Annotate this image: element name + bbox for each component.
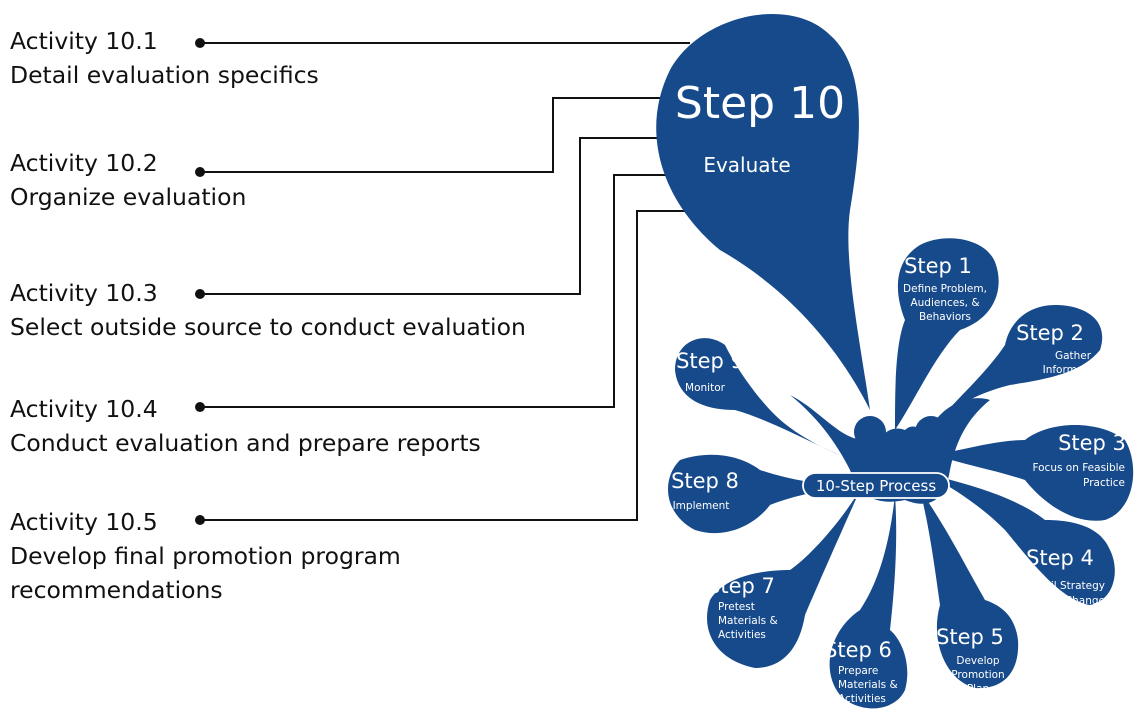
step-6-description-line: Activities bbox=[838, 693, 886, 705]
step-1-label: Step 1 bbox=[904, 254, 972, 278]
step-2-petal bbox=[935, 305, 1103, 425]
activity-title: Activity 10.2 bbox=[10, 149, 158, 177]
step-6-description-line: Prepare bbox=[838, 665, 878, 677]
step-9-description-line: Monitor bbox=[685, 382, 726, 394]
step-4-petal bbox=[930, 475, 1115, 605]
step-2-description-line: Information bbox=[1043, 364, 1104, 376]
activity-description: Select outside source to conduct evaluat… bbox=[10, 313, 526, 341]
activity-description: Conduct evaluation and prepare reports bbox=[10, 429, 481, 457]
activity-title: Activity 10.3 bbox=[10, 279, 158, 307]
step-9-petal bbox=[675, 338, 840, 455]
step-2-label: Step 2 bbox=[1016, 321, 1084, 345]
step-3-petal bbox=[935, 425, 1134, 521]
activity-title: Activity 10.5 bbox=[10, 508, 158, 536]
person-head-left bbox=[854, 416, 886, 448]
connector-dot bbox=[195, 38, 205, 48]
activity-10-2: Activity 10.2 Organize evaluation bbox=[10, 146, 246, 214]
connector-dot bbox=[195, 289, 205, 299]
connector-dot bbox=[195, 402, 205, 412]
step-1-description-line: Define Problem, bbox=[903, 283, 987, 295]
activity-description: Organize evaluation bbox=[10, 183, 247, 211]
step-6-label: Step 6 bbox=[824, 638, 892, 662]
connector-dot bbox=[195, 515, 205, 525]
step-9-label: Step 9 bbox=[676, 349, 744, 373]
step-4-description-line: for Change bbox=[1047, 595, 1105, 607]
step-3-description-line: Focus on Feasible bbox=[1032, 462, 1125, 474]
step-texts: Step 1 Define Problem, Audiences, & Behavio… bbox=[671, 254, 1126, 705]
activity-10-5: Activity 10.5 Develop final promotion pr… bbox=[10, 505, 480, 607]
step-4-label: Step 4 bbox=[1026, 546, 1094, 570]
step-1-description-line: Behaviors bbox=[919, 311, 971, 323]
connector-10-5 bbox=[200, 210, 700, 521]
step-8-description-line: Implement bbox=[673, 500, 730, 512]
activity-10-1: Activity 10.1 Detail evaluation specific… bbox=[10, 24, 319, 92]
step-5-petal bbox=[920, 490, 1019, 689]
person-head-right bbox=[915, 416, 947, 448]
step-2-description-line: Gather bbox=[1055, 350, 1092, 362]
step-7-label: Step 7 bbox=[707, 574, 775, 598]
step-8-label: Step 8 bbox=[671, 469, 739, 493]
step-6-description-line: Materials & bbox=[838, 679, 898, 691]
step-7-description-line: Pretest bbox=[718, 601, 755, 613]
center-label-pill bbox=[802, 472, 950, 499]
step-7-description-line: Materials & bbox=[718, 615, 778, 627]
step-7-petal bbox=[707, 490, 860, 668]
step-5-description-line: Promotion bbox=[951, 669, 1004, 681]
activity-description: Detail evaluation specifics bbox=[10, 61, 319, 89]
activity-description: Develop final promotion program recommen… bbox=[10, 542, 401, 604]
step-5-description-line: Plan bbox=[967, 683, 989, 695]
step-6-petal bbox=[829, 495, 908, 709]
step-4-description-line: Detail Strategy bbox=[1026, 580, 1105, 592]
step-10-petal bbox=[656, 13, 870, 410]
step-10-name: Evaluate bbox=[703, 153, 790, 177]
connector-dots bbox=[195, 38, 205, 525]
step-5-label: Step 5 bbox=[936, 625, 1004, 649]
step-10-label: Step 10 bbox=[675, 78, 845, 129]
connector-dot bbox=[195, 167, 205, 177]
activity-title: Activity 10.4 bbox=[10, 395, 158, 423]
step-7-description-line: Activities bbox=[718, 629, 766, 641]
connector-10-4 bbox=[200, 174, 690, 408]
step-1-petal bbox=[895, 238, 999, 430]
step-3-description-line: Practice bbox=[1083, 477, 1125, 489]
step-1-description-line: Audiences, & bbox=[910, 297, 979, 309]
step-5-description-line: Develop bbox=[956, 655, 1000, 667]
connector-10-3 bbox=[200, 137, 660, 295]
step-3-label: Step 3 bbox=[1058, 431, 1126, 455]
activity-title: Activity 10.1 bbox=[10, 27, 158, 55]
activity-10-4: Activity 10.4 Conduct evaluation and pre… bbox=[10, 392, 481, 460]
connector-lines bbox=[200, 42, 700, 521]
step-8-petal bbox=[668, 454, 850, 534]
center-label: 10-Step Process bbox=[816, 477, 937, 495]
hands-shape bbox=[880, 426, 922, 451]
activity-10-3: Activity 10.3 Select outside source to c… bbox=[10, 276, 526, 344]
connector-10-2 bbox=[200, 97, 665, 173]
